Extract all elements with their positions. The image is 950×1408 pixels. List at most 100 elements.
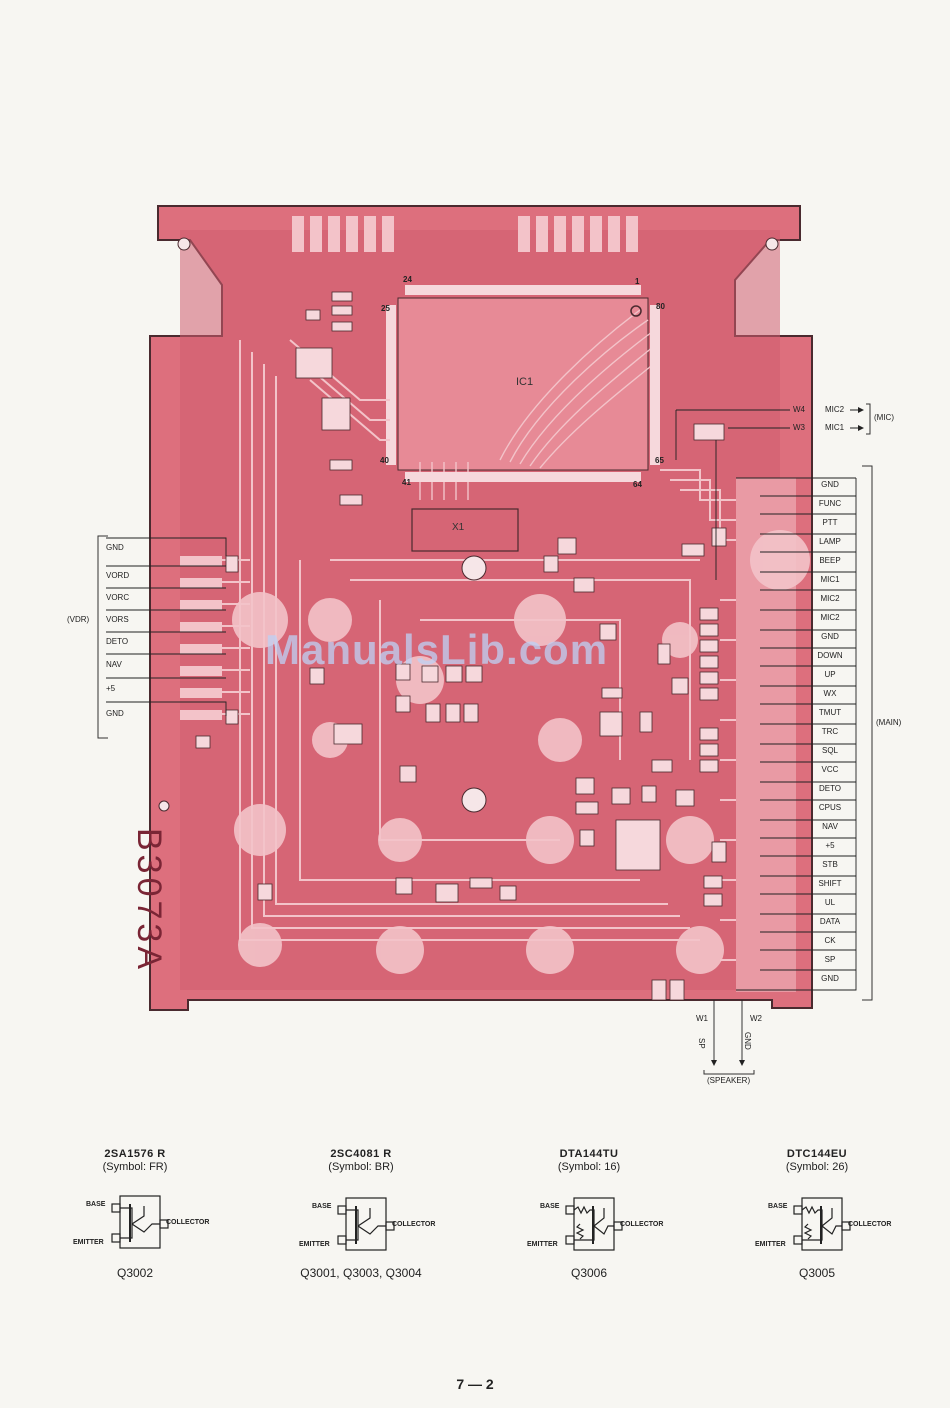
main-pin-label: SHIFT xyxy=(818,879,842,888)
crystal-x1-label: X1 xyxy=(452,522,465,533)
vdr-pin-label: GND xyxy=(106,543,124,552)
vdr-pin-label: VORD xyxy=(106,571,130,580)
main-pin-label: TRC xyxy=(821,727,839,736)
ic1-pin-65: 65 xyxy=(655,456,664,465)
pin-label-base: BASE xyxy=(86,1201,106,1208)
component-footprints xyxy=(195,291,727,1001)
ic1-pin-64: 64 xyxy=(633,480,642,489)
main-bracket xyxy=(862,465,873,1001)
pin-label-collector: COLLECTOR xyxy=(620,1221,664,1228)
ic1-pin1-mark xyxy=(630,305,642,317)
main-pin-label: TMUT xyxy=(818,708,842,717)
vdr-pin-label: GND xyxy=(106,709,124,718)
pin-label-base: BASE xyxy=(312,1203,332,1210)
main-group-label: (MAIN) xyxy=(876,718,902,727)
main-pin-label: DATA xyxy=(819,917,841,926)
mic-group-label: (MIC) xyxy=(874,413,894,422)
pin-label-emitter: EMITTER xyxy=(73,1239,104,1246)
vdr-connector-pads xyxy=(180,556,222,720)
main-pin-label: GND xyxy=(821,974,839,983)
ic1-pins xyxy=(386,285,660,482)
main-pin-label: UL xyxy=(824,898,836,907)
pin-label-emitter: EMITTER xyxy=(527,1241,558,1248)
main-pin-label: BEEP xyxy=(819,556,841,565)
main-pin-label: SQL xyxy=(821,746,838,755)
component-part-number: DTC144EU xyxy=(786,1148,848,1160)
pin-label-base: BASE xyxy=(540,1203,560,1210)
main-pin-label: GND xyxy=(821,480,839,489)
ic1-pin-1: 1 xyxy=(635,277,640,286)
main-pin-label: MIC1 xyxy=(820,575,840,584)
main-pin-label: DOWN xyxy=(817,651,843,660)
mic-arrows xyxy=(858,407,864,431)
mounting-holes xyxy=(158,237,779,813)
mic-bracket xyxy=(866,403,871,435)
component-ref: Q3006 xyxy=(570,1266,608,1280)
main-pin-label: MIC2 xyxy=(820,613,840,622)
speaker-gnd-label: GND xyxy=(743,1032,752,1050)
main-pin-label: DETO xyxy=(818,784,842,793)
speaker-bracket xyxy=(703,1070,755,1075)
speaker-group-label: (SPEAKER) xyxy=(707,1076,751,1085)
component-symbol: (Symbol: 26) xyxy=(785,1161,849,1173)
component-symbol: (Symbol: BR) xyxy=(328,1161,394,1173)
board-id-label: B3073A xyxy=(130,828,168,973)
transistor-symbol-q3006 xyxy=(565,1197,623,1251)
ic1-pin-41: 41 xyxy=(402,478,411,487)
main-pin-label: STB xyxy=(822,860,838,869)
mic-wire-w3: W3 xyxy=(793,423,805,432)
pin-label-collector: COLLECTOR xyxy=(166,1219,210,1226)
main-pin-label: CPUS xyxy=(818,803,842,812)
main-pin-label: CK xyxy=(824,936,836,945)
main-leader-lines xyxy=(736,477,857,991)
component-ref: Q3005 xyxy=(798,1266,836,1280)
speaker-leader-lines xyxy=(713,1000,743,1060)
vdr-pin-label: +5 xyxy=(106,684,116,693)
main-pin-label: SP xyxy=(824,955,836,964)
component-q3002: 2SA1576 R (Symbol: FR) Q3002 xyxy=(40,1148,230,1280)
page-number: 7 — 2 xyxy=(456,1376,494,1392)
vdr-pin-label: NAV xyxy=(106,660,122,669)
vdr-pin-label: VORS xyxy=(106,615,129,624)
mic-signal-mic2: MIC2 xyxy=(825,405,845,414)
ic1-pin-25: 25 xyxy=(381,304,390,313)
component-symbol: (Symbol: 16) xyxy=(557,1161,621,1173)
main-pin-label: VCC xyxy=(821,765,839,774)
main-pin-label: FUNC xyxy=(818,499,842,508)
main-pin-label: +5 xyxy=(825,841,835,850)
vdr-pin-label: VORC xyxy=(106,593,130,602)
component-q3001: 2SC4081 R (Symbol: BR) Q3001, Q3003, Q30… xyxy=(266,1148,456,1280)
component-q3006: DTA144TU (Symbol: 16) Q3006 xyxy=(494,1148,684,1280)
speaker-arrows xyxy=(711,1060,745,1066)
watermark-text: ManualsLib.com xyxy=(265,626,609,673)
main-pin-label: LAMP xyxy=(819,537,841,546)
main-pin-label: NAV xyxy=(822,822,838,831)
speaker-wire-w2: W2 xyxy=(750,1014,762,1023)
pin-label-emitter: EMITTER xyxy=(299,1241,330,1248)
main-pin-label: UP xyxy=(824,670,836,679)
ic1-pin-40: 40 xyxy=(380,456,389,465)
transistor-symbol-q3005 xyxy=(793,1197,851,1251)
vdr-leader-lines xyxy=(106,537,227,716)
main-pin-label: PTT xyxy=(822,518,838,527)
component-ref: Q3002 xyxy=(116,1266,154,1280)
mic-wire-w4: W4 xyxy=(793,405,805,414)
ic1-pin-80: 80 xyxy=(656,302,665,311)
ic1-label: IC1 xyxy=(516,376,534,388)
pin-label-base: BASE xyxy=(768,1203,788,1210)
component-symbol: (Symbol: FR) xyxy=(102,1161,168,1173)
main-pin-label: MIC2 xyxy=(820,594,840,603)
pin-label-collector: COLLECTOR xyxy=(392,1221,436,1228)
transistor-symbol-q3001 xyxy=(337,1197,395,1251)
component-part-number: DTA144TU xyxy=(559,1148,619,1160)
transistor-symbol-q3002 xyxy=(111,1195,169,1249)
speaker-sp-label: SP xyxy=(697,1038,706,1049)
mic-signal-mic1: MIC1 xyxy=(825,423,845,432)
pin-label-collector: COLLECTOR xyxy=(848,1221,892,1228)
component-part-number: 2SA1576 R xyxy=(104,1148,166,1160)
component-q3005: DTC144EU (Symbol: 26) Q3005 xyxy=(722,1148,912,1280)
main-pin-label: GND xyxy=(821,632,839,641)
vdr-pin-label: DETO xyxy=(106,637,129,646)
crystal-x1-outline xyxy=(411,508,519,552)
